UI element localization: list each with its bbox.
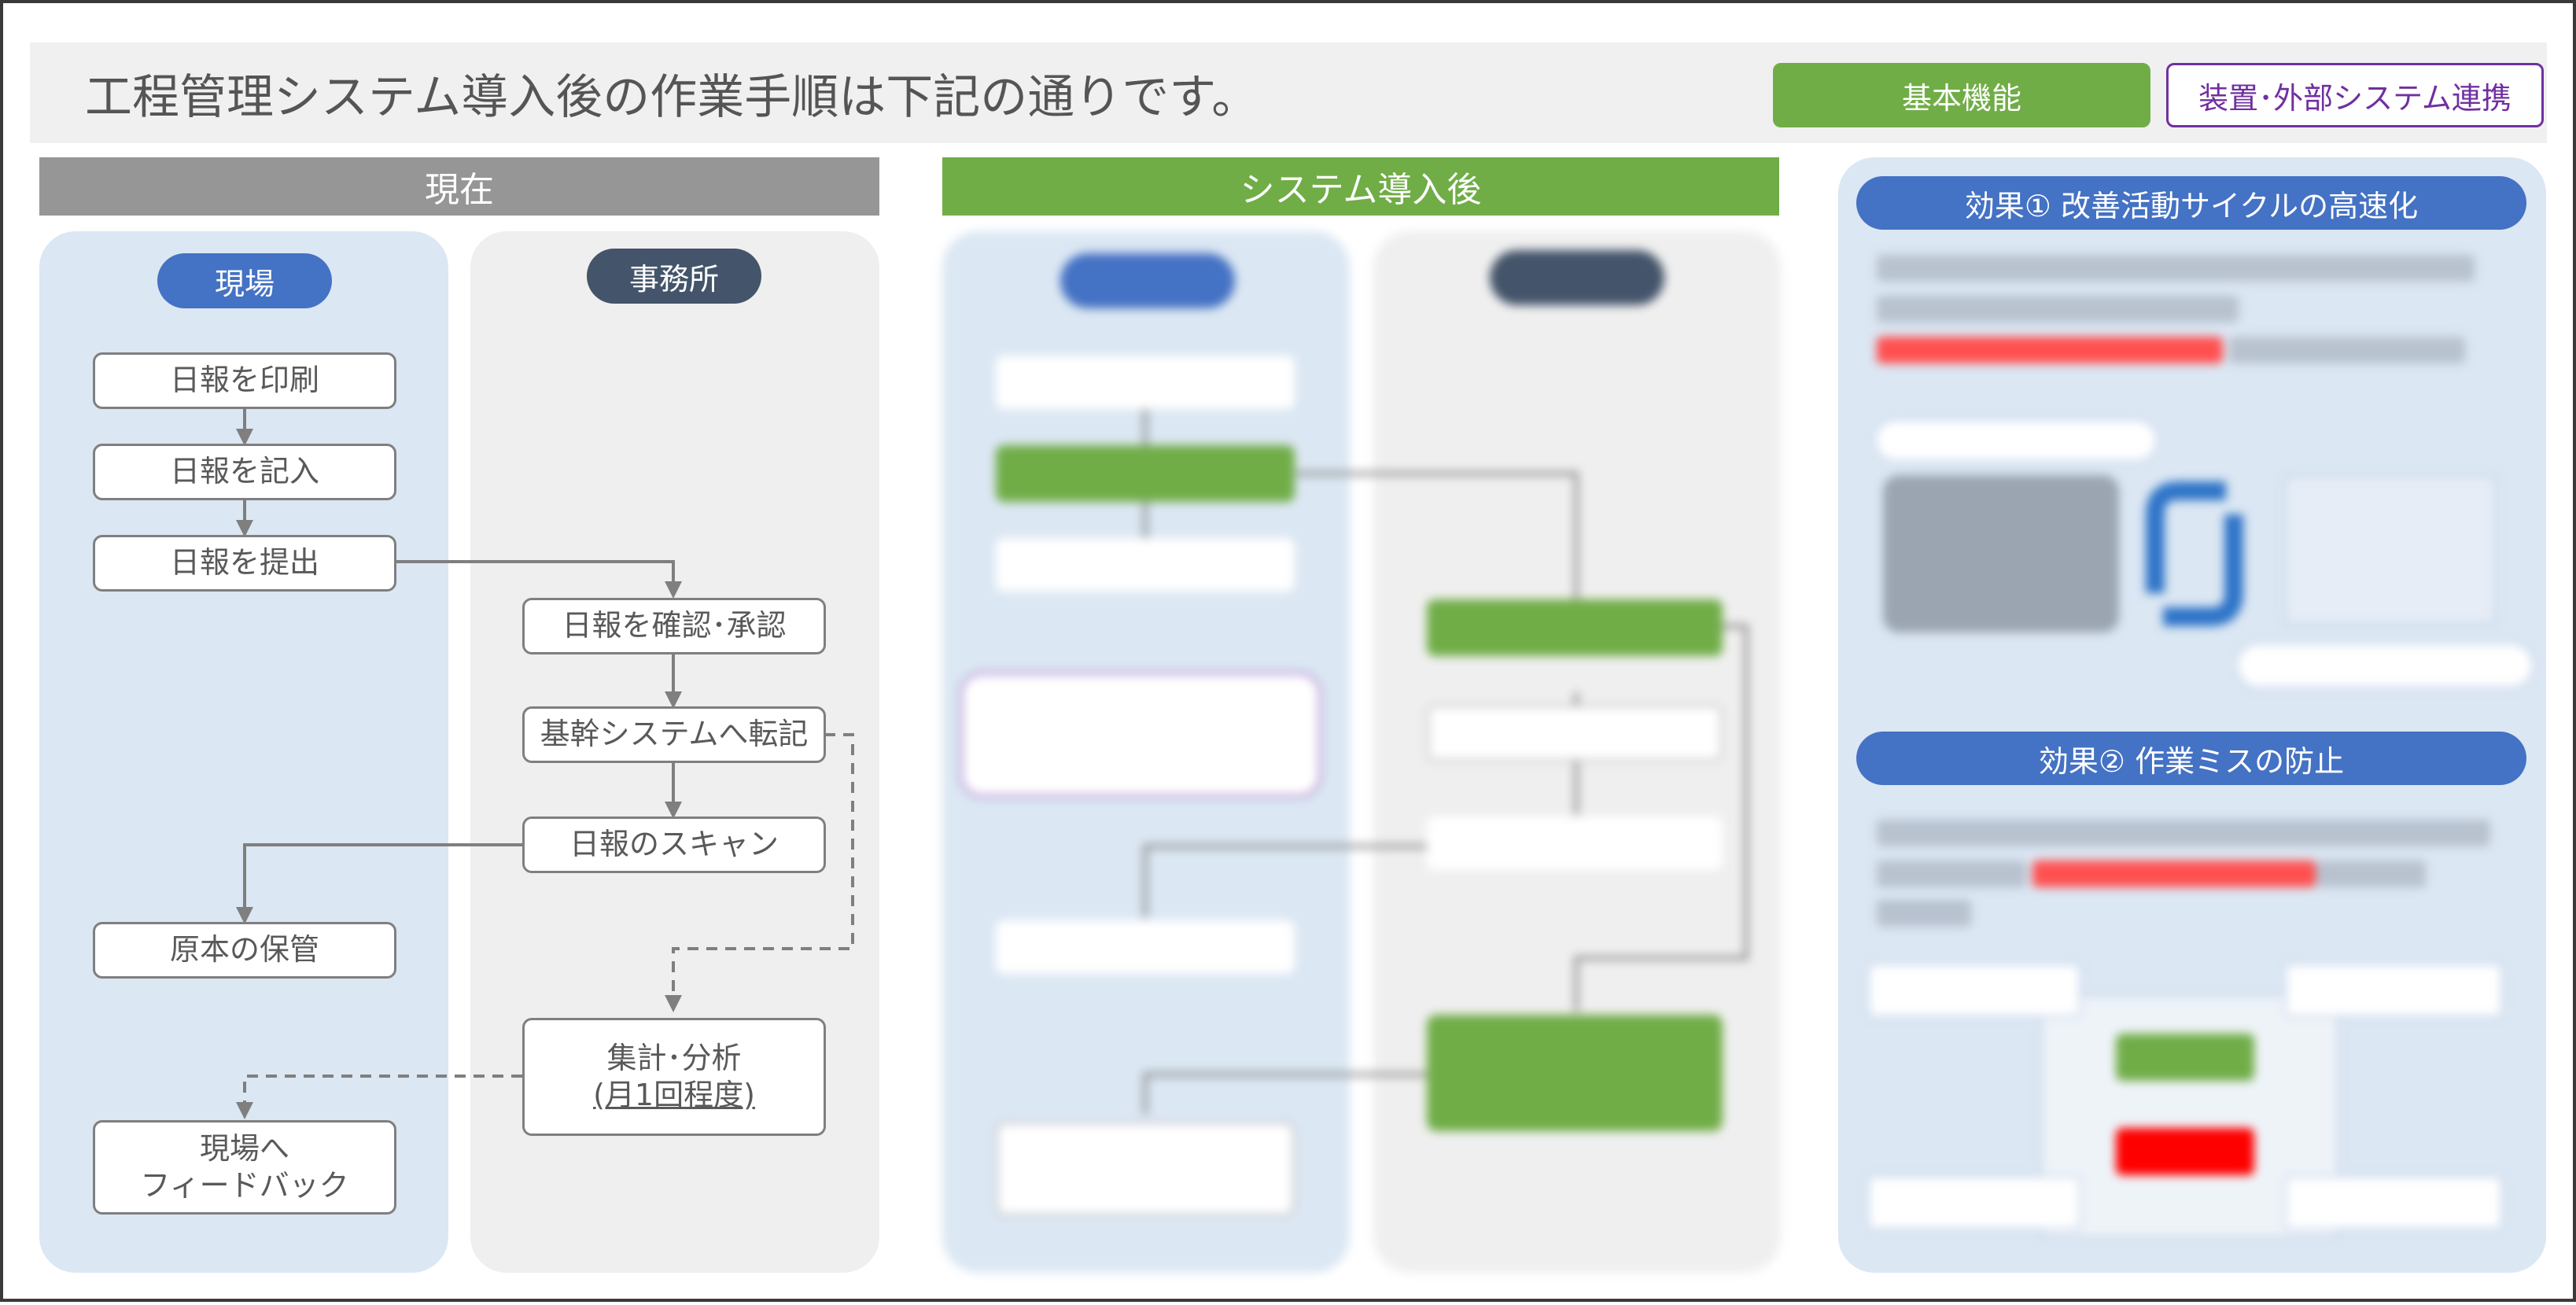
after-box-scan <box>1427 817 1723 870</box>
effect1-text-line3 <box>2229 337 2465 363</box>
lane-label-site: 現場 <box>157 253 332 308</box>
feedback-line2: フィードバック <box>140 1168 349 1203</box>
box-submit-report: 日報を提出 <box>93 535 396 592</box>
after-box-transfer <box>1427 705 1723 761</box>
after-callout <box>960 672 1321 798</box>
after-box-analysis <box>1427 1015 1723 1131</box>
box-store-original: 原本の保管 <box>93 922 396 979</box>
cycle-arrows-icon <box>2146 481 2243 626</box>
lane-label-office: 事務所 <box>587 249 761 304</box>
tag-result-input <box>2284 1175 2503 1230</box>
basic-function-button[interactable]: 基本機能 <box>1773 63 2150 127</box>
after-box-print <box>996 356 1295 409</box>
box-fill-report: 日報を記入 <box>93 444 396 500</box>
effect2-content-blurred <box>1844 798 2541 1270</box>
box-transfer-core-system: 基幹システムへ転記 <box>522 706 826 763</box>
analysis-line2: (月1回程度) <box>593 1078 755 1112</box>
box-scan-report: 日報のスキャン <box>522 817 826 873</box>
effect1-heading: 効果① 改善活動サイクルの高速化 <box>1856 176 2526 230</box>
effect2-text-line3 <box>1877 900 1971 927</box>
effect1-text-line1 <box>1877 255 2475 282</box>
after-box-fill <box>996 445 1295 502</box>
current-flow-connectors <box>236 409 854 1119</box>
effect1-text-highlight <box>1877 337 2223 363</box>
page-title: 工程管理システム導入後の作業手順は下記の通りです。 <box>85 70 1259 125</box>
section-current-heading: 現在 <box>39 157 879 216</box>
after-box-confirm <box>1427 599 1723 656</box>
tag-instruction <box>1867 1175 2081 1230</box>
ok-indicator <box>2116 1034 2254 1081</box>
effect1-tag-improve <box>1874 418 2158 463</box>
effect2-text-line2a <box>1877 861 2026 887</box>
lane-label-office-after <box>1490 250 1664 305</box>
box-print-report: 日報を印刷 <box>93 352 396 409</box>
lane-label-site-after <box>1060 253 1235 308</box>
box-feedback-site: 現場へ フィードバック <box>93 1120 396 1215</box>
analysis-line1: 集計･分析 <box>606 1040 742 1075</box>
external-integration-button[interactable]: 装置･外部システム連携 <box>2166 63 2544 127</box>
box-aggregate-analysis: 集計･分析 (月1回程度) <box>522 1018 826 1136</box>
effect1-text-line2 <box>1877 296 2239 323</box>
after-flow-blurred <box>936 225 1786 1279</box>
effect1-content-blurred <box>1844 239 2541 711</box>
effect1-tag-evaluate <box>2235 642 2534 689</box>
box-confirm-approve: 日報を確認･承認 <box>522 598 826 654</box>
ng-indicator <box>2116 1128 2254 1175</box>
after-box-storage <box>996 920 1295 974</box>
effect2-heading: 効果② 作業ミスの防止 <box>1856 732 2526 785</box>
after-box-submit <box>996 538 1295 592</box>
machine-illustration <box>1883 475 2119 632</box>
tag-device <box>2284 963 2503 1018</box>
after-box-feedback <box>996 1122 1295 1216</box>
effect2-text-line2b <box>2316 861 2426 887</box>
effect2-text-line1 <box>1877 820 2490 846</box>
effect2-text-highlight <box>2032 861 2316 887</box>
office-worker-illustration <box>2284 475 2497 625</box>
section-after-heading: システム導入後 <box>942 157 1779 216</box>
feedback-line1: 現場へ <box>199 1130 289 1166</box>
tag-inventory <box>1867 963 2081 1018</box>
